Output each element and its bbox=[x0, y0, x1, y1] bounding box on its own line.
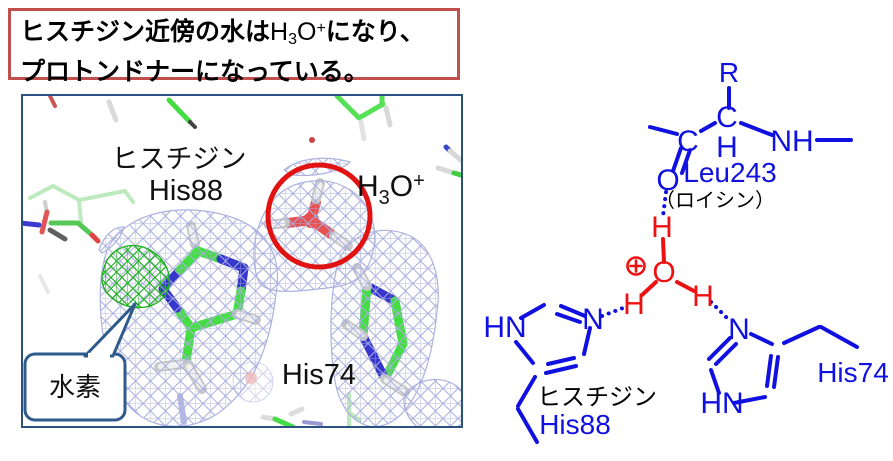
plus-charge-icon bbox=[626, 256, 646, 276]
formula-sub: 3 bbox=[288, 31, 297, 48]
callout-label: 水素 bbox=[49, 372, 101, 402]
scheme-hydronium-bonds bbox=[626, 237, 696, 297]
label-histidine-jp: ヒスチジン bbox=[537, 384, 657, 411]
label-his74: His74 bbox=[282, 359, 356, 391]
atom-hn-his74: HN bbox=[700, 387, 743, 420]
atom-r: R bbox=[719, 57, 739, 88]
h3o-formula: H3O+ bbox=[270, 18, 326, 48]
atom-hn-his88: HN bbox=[483, 311, 526, 344]
atom-n-his88: N bbox=[582, 303, 604, 336]
faint-water-oxygen bbox=[245, 372, 257, 384]
title-line1-pre: ヒスチジン近傍の水は bbox=[20, 18, 271, 46]
title-box: ヒスチジン近傍の水はH3O+になり、 プロトンドナーになっている。 bbox=[8, 8, 460, 86]
atom-c-carbonyl: C bbox=[677, 125, 699, 158]
scheme-blue-bonds bbox=[514, 86, 859, 444]
label-his88: His88 bbox=[149, 175, 223, 207]
label-leucine-jp: （ロイシン） bbox=[655, 189, 775, 212]
hydrogen-density-mesh-green bbox=[101, 245, 170, 309]
label-his88: His88 bbox=[539, 409, 611, 440]
crystal-structure-panel: ヒスチジン His88 H3O+ His74 水素 bbox=[21, 94, 463, 428]
hydrogen-callout: 水素 bbox=[23, 302, 137, 422]
mesh-leaf-left bbox=[98, 226, 125, 254]
scheme-red-labels: H O H H bbox=[623, 211, 714, 321]
atom-h-alpha: H bbox=[716, 131, 738, 164]
hydronium-highlight-circle bbox=[265, 162, 373, 270]
mesh-corner-bottom-right bbox=[403, 378, 461, 426]
title-line1-post: になり、 bbox=[325, 18, 425, 46]
atom-h-left: H bbox=[623, 288, 645, 321]
title-line-2: プロトンドナーになっている。 bbox=[20, 58, 369, 86]
label-h3o: H3O+ bbox=[357, 170, 425, 209]
hydrogen-bond-scheme: R C H C NH O Leu243 HN N His88 N HN His7… bbox=[483, 57, 889, 444]
atom-h-top: H bbox=[651, 211, 673, 244]
scheme-hydrogen-bonds-dotted bbox=[600, 190, 732, 323]
formula-o: O bbox=[296, 18, 317, 46]
scheme-black-labels: （ロイシン） ヒスチジン bbox=[537, 189, 775, 411]
formula-sup: + bbox=[316, 20, 326, 37]
scheme-blue-labels: R C H C NH O Leu243 HN N His88 N HN His7… bbox=[483, 57, 888, 440]
atom-o-hydronium: O bbox=[652, 256, 675, 289]
atom-h-right: H bbox=[692, 280, 714, 313]
crystal-structure-image: ヒスチジン His88 H3O+ His74 水素 bbox=[23, 96, 461, 426]
atom-o-carbonyl: O bbox=[656, 164, 679, 197]
formula-h: H bbox=[270, 18, 289, 46]
hydrogen-bond-scheme-panel: R C H C NH O Leu243 HN N His88 N HN His7… bbox=[480, 30, 893, 461]
label-histidine-jp: ヒスチジン bbox=[112, 144, 247, 174]
label-his74: His74 bbox=[817, 357, 889, 388]
atom-n-his74: N bbox=[728, 313, 750, 346]
atom-c-alpha: C bbox=[716, 101, 738, 134]
atom-nh: NH bbox=[770, 125, 813, 158]
label-leu243: Leu243 bbox=[683, 157, 776, 188]
title-line-1: ヒスチジン近傍の水はH3O+になり、 bbox=[20, 12, 457, 56]
